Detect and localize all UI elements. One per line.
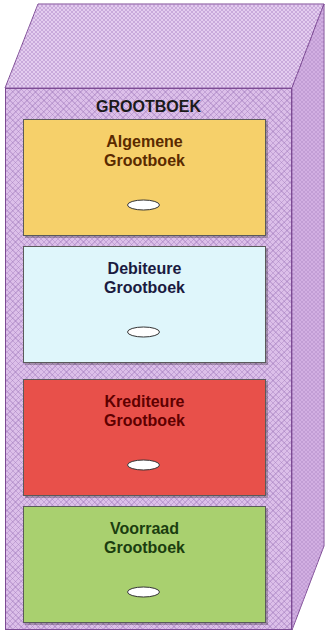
cabinet-top-hatch: [5, 4, 324, 88]
drawer-label: Voorraad Grootboek: [80, 519, 210, 557]
cabinet-front: GROOTBOEK Algemene GrootboekDebiteure Gro…: [5, 88, 292, 630]
drawer-handle: [128, 587, 160, 597]
drawer-label: Debiteure Grootboek: [80, 259, 210, 297]
drawer-box: Algemene Grootboek: [23, 119, 266, 236]
cabinet-side-hatch: [292, 4, 324, 630]
drawer-box: Voorraad Grootboek: [23, 506, 266, 623]
drawer-box: Krediteure Grootboek: [23, 379, 266, 496]
drawer-box: Debiteure Grootboek: [23, 246, 266, 363]
drawer-label: Krediteure Grootboek: [80, 392, 210, 430]
drawer-label: Algemene Grootboek: [80, 132, 210, 170]
cabinet-label: GROOTBOEK: [19, 97, 279, 116]
drawer-handle: [128, 200, 160, 210]
cabinet-side: [292, 4, 324, 630]
cabinet-top: [5, 4, 324, 88]
drawer-handle: [128, 327, 160, 337]
drawer-handle: [128, 460, 160, 470]
